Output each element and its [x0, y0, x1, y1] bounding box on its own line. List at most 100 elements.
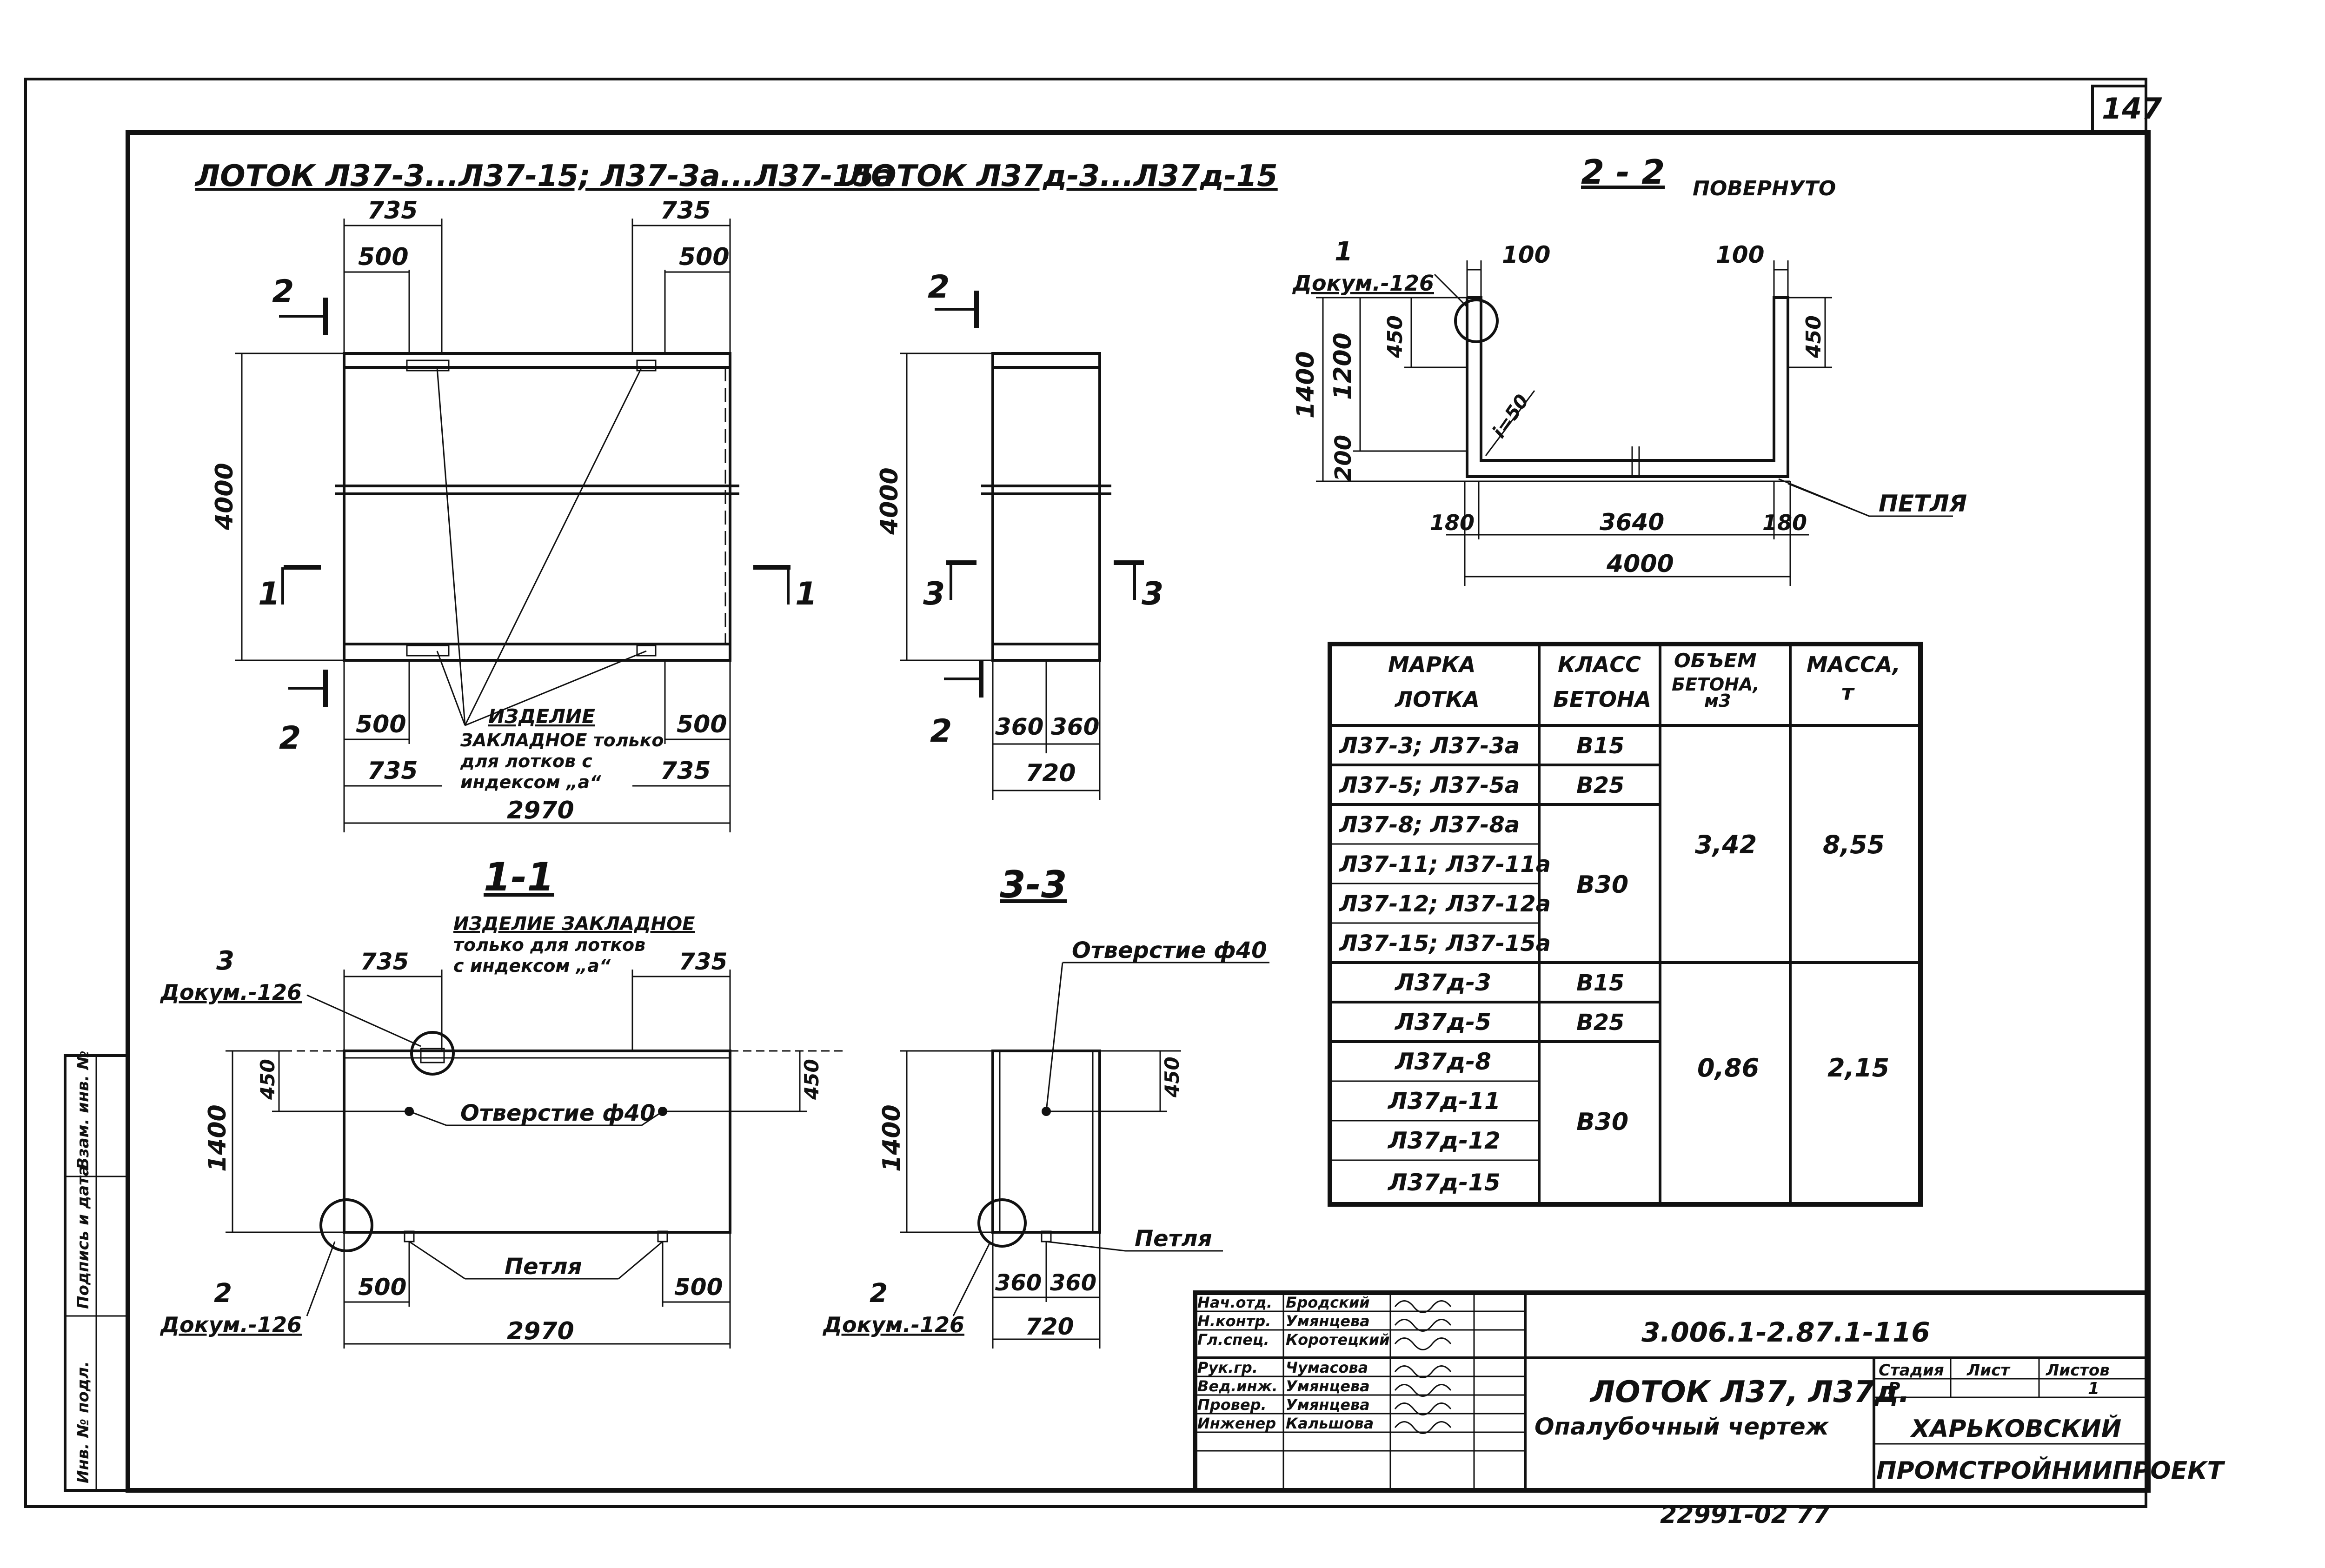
svg-text:360: 360	[995, 713, 1043, 740]
svg-text:Коротецкий: Коротецкий	[1286, 1331, 1390, 1349]
svg-text:2: 2	[930, 713, 952, 750]
svg-text:Докум.-126: Докум.-126	[159, 1312, 302, 1337]
svg-text:БЕТОНА,: БЕТОНА,	[1672, 674, 1760, 695]
svg-text:500: 500	[356, 711, 406, 738]
svg-text:2: 2	[279, 720, 301, 757]
svg-text:1: 1	[258, 576, 280, 612]
svg-text:МАРКА: МАРКА	[1388, 652, 1475, 677]
tray-d-title: ЛОТОК Л37д-3...Л37д-15	[845, 159, 1278, 193]
svg-text:1400: 1400	[204, 1104, 232, 1172]
page-number: 147	[2102, 92, 2162, 126]
svg-text:Л37д-12: Л37д-12	[1387, 1127, 1501, 1154]
tray-a-title: ЛОТОК Л37-3...Л37-15; Л37-3а...Л37-15а	[194, 159, 894, 193]
svg-text:735: 735	[679, 948, 727, 975]
svg-text:500: 500	[677, 711, 727, 738]
svg-text:только для лотков: только для лотков	[453, 935, 645, 955]
svg-text:360: 360	[1051, 713, 1099, 740]
svg-text:Лист: Лист	[1966, 1361, 2011, 1380]
svg-text:Докум.-126: Докум.-126	[159, 980, 302, 1005]
svg-text:Рук.гр.: Рук.гр.	[1197, 1359, 1258, 1376]
svg-text:100: 100	[1502, 241, 1550, 268]
svg-text:735: 735	[367, 757, 418, 785]
svg-text:Кальшова: Кальшова	[1286, 1415, 1374, 1432]
svg-text:Умянцева: Умянцева	[1286, 1396, 1370, 1414]
svg-text:4000: 4000	[211, 463, 239, 531]
section-3-3: 3-3 Отверстие ф40 Петля 2 Докум.-126 140…	[822, 863, 1269, 1349]
svg-text:450: 450	[800, 1059, 823, 1100]
inner-frame	[126, 130, 2151, 1493]
svg-text:Л37-12; Л37-12а: Л37-12; Л37-12а	[1338, 891, 1551, 917]
drawing-name: ЛОТОК Л37, Л37д.	[1589, 1375, 1910, 1409]
svg-text:Умянцева: Умянцева	[1286, 1312, 1370, 1330]
svg-text:В15: В15	[1576, 970, 1624, 996]
svg-text:Петля: Петля	[1135, 1226, 1212, 1252]
svg-text:500: 500	[358, 1274, 406, 1301]
svg-text:Нач.отд.: Нач.отд.	[1197, 1294, 1272, 1311]
svg-text:720: 720	[1025, 759, 1076, 787]
side-stamp-c1: Инв. № подл.	[74, 1361, 93, 1483]
svg-text:200: 200	[1330, 435, 1356, 481]
svg-text:4000: 4000	[876, 467, 903, 535]
svg-text:3: 3	[1142, 576, 1163, 612]
section-2-2-title: 2 - 2	[1581, 153, 1665, 192]
svg-text:1: 1	[1335, 237, 1353, 267]
svg-text:Л37-11; Л37-11а: Л37-11; Л37-11а	[1338, 851, 1551, 877]
svg-text:КЛАСС: КЛАСС	[1558, 652, 1641, 677]
svg-text:2: 2	[928, 269, 950, 306]
svg-text:индексом „а“: индексом „а“	[460, 772, 601, 792]
svg-text:Вед.инж.: Вед.инж.	[1197, 1377, 1278, 1395]
svg-text:Л37-8; Л37-8а: Л37-8; Л37-8а	[1338, 812, 1520, 838]
svg-text:В25: В25	[1576, 772, 1624, 798]
section-2-2: 2 - 2 ПОВЕРНУТО 1 Докум.-126 100 100 140…	[1292, 153, 1967, 586]
svg-text:450: 450	[1383, 315, 1407, 359]
svg-text:Бродский: Бродский	[1286, 1294, 1370, 1311]
svg-text:1: 1	[2088, 1379, 2099, 1398]
tray-a-view: ЛОТОК Л37-3...Л37-15; Л37-3а...Л37-15а 7…	[194, 159, 894, 832]
svg-text:500: 500	[674, 1274, 723, 1301]
section-1-1-title: 1-1	[484, 854, 554, 900]
svg-text:1400: 1400	[878, 1104, 906, 1172]
svg-text:180: 180	[1430, 510, 1475, 535]
svg-text:Докум.-126: Докум.-126	[1292, 271, 1434, 296]
svg-text:Л37д-8: Л37д-8	[1394, 1048, 1491, 1075]
svg-text:Отверстие ф40: Отверстие ф40	[460, 1100, 656, 1126]
svg-text:2: 2	[870, 1278, 888, 1309]
svg-text:Петля: Петля	[505, 1254, 582, 1280]
inventory-number: 22991-02 77	[1660, 1501, 1830, 1529]
svg-text:1200: 1200	[1329, 332, 1357, 400]
svg-text:1: 1	[795, 576, 817, 612]
section-2-2-subtitle: ПОВЕРНУТО	[1693, 177, 1836, 200]
organization-line1: ХАРЬКОВСКИЙ	[1910, 1415, 2121, 1443]
svg-text:Л37-15; Л37-15а: Л37-15; Л37-15а	[1338, 930, 1551, 957]
svg-text:735: 735	[367, 197, 418, 225]
svg-text:3,42: 3,42	[1695, 830, 1757, 859]
side-stamp-c3: Взам. инв. №	[74, 1050, 93, 1169]
svg-text:В25: В25	[1576, 1010, 1624, 1036]
svg-text:ЗАКЛАДНОЕ только: ЗАКЛАДНОЕ только	[460, 730, 664, 751]
svg-text:ПЕТЛЯ: ПЕТЛЯ	[1879, 490, 1967, 517]
side-stamp: Инв. № подл. Подпись и дата Взам. инв. №	[64, 1050, 129, 1492]
svg-text:ИЗДЕЛИЕ ЗАКЛАДНОЕ: ИЗДЕЛИЕ ЗАКЛАДНОЕ	[453, 913, 695, 935]
svg-text:с индексом „а“: с индексом „а“	[453, 956, 611, 976]
svg-text:0,86: 0,86	[1697, 1053, 1759, 1083]
svg-text:360: 360	[995, 1270, 1042, 1296]
svg-text:2: 2	[272, 273, 294, 310]
svg-text:Гл.спец.: Гл.спец.	[1197, 1331, 1269, 1349]
svg-text:Провер.: Провер.	[1197, 1396, 1267, 1414]
tray-d-view: ЛОТОК Л37д-3...Л37д-15 4000 2 2 3 3 360 …	[845, 159, 1278, 800]
title-block: Нач.отд. Бродский Н.контр. Умянцева Гл.с…	[1193, 1290, 2225, 1493]
svg-text:В15: В15	[1576, 733, 1624, 759]
svg-text:Листов: Листов	[2046, 1361, 2110, 1380]
svg-text:Л37-3; Л37-3а: Л37-3; Л37-3а	[1338, 733, 1520, 759]
svg-text:В30: В30	[1576, 871, 1628, 899]
svg-text:Р: Р	[1888, 1379, 1900, 1398]
svg-text:3: 3	[923, 576, 945, 612]
svg-text:735: 735	[360, 948, 409, 975]
svg-text:360: 360	[1050, 1270, 1096, 1296]
svg-text:В30: В30	[1576, 1108, 1628, 1136]
drawing-subname: Опалубочный чертеж	[1534, 1413, 1829, 1440]
svg-text:Умянцева: Умянцева	[1286, 1377, 1370, 1395]
svg-text:Л37-5; Л37-5а: Л37-5; Л37-5а	[1338, 772, 1520, 798]
svg-text:Л37д-3: Л37д-3	[1394, 969, 1491, 996]
